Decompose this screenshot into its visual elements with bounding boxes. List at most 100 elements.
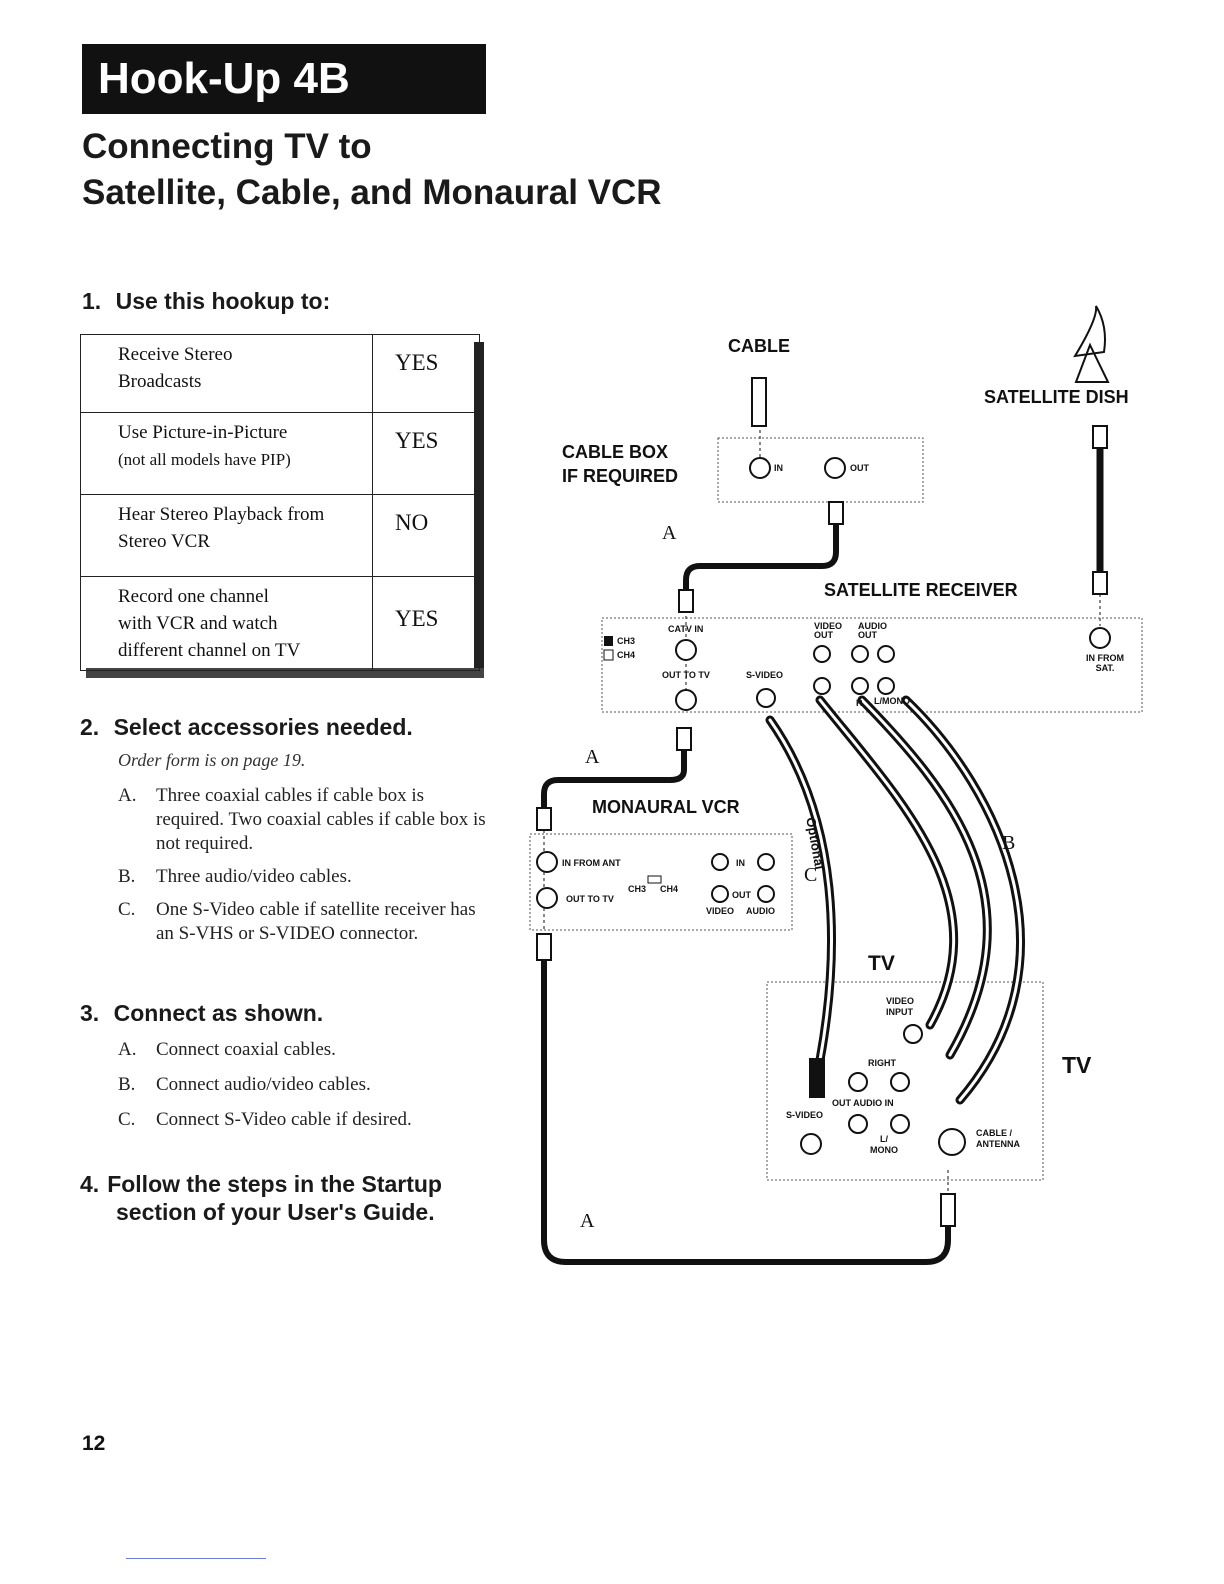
table-cell-description: Record one channel with VCR and watch di… — [80, 576, 373, 671]
item-letter: C. — [118, 1109, 136, 1130]
cell-line: Record one channel — [118, 586, 269, 607]
step-4-line-2: section of your User's Guide. — [116, 1199, 435, 1225]
vcr-ch4-label: CH4 — [660, 884, 679, 894]
title-line-2: Satellite, Cable, and Monaural VCR — [82, 173, 662, 212]
step-1-title: Use this hookup to: — [115, 288, 331, 314]
tv-label-right: TV — [1062, 1052, 1092, 1078]
vcr-outline — [529, 833, 793, 931]
tv-l-mono-label: L/ MONO — [870, 1134, 898, 1155]
step-4-line-1: Follow the steps in the Startup — [107, 1171, 442, 1197]
cable-antenna-label: CABLE / ANTENNA — [976, 1128, 1020, 1149]
table-shadow-bottom — [86, 668, 484, 678]
cell-line: different channel on TV — [118, 640, 301, 661]
coax-cable-a2 — [541, 747, 687, 813]
table-row: Receive Stereo Broadcasts YES — [80, 334, 480, 413]
step-3-title: Connect as shown. — [113, 1000, 324, 1026]
step-1-number: 1. — [82, 288, 102, 314]
cell-line: Receive Stereo — [118, 344, 233, 365]
s-video-plug — [809, 1058, 825, 1098]
cell-line: Broadcasts — [118, 371, 202, 392]
title-line-1: Connecting TV to — [82, 127, 372, 166]
cable-connector — [751, 377, 767, 427]
connector — [536, 933, 552, 961]
letter-a: A — [662, 522, 677, 544]
list-item: A. Three coaxial cables if cable box is … — [118, 784, 488, 856]
item-letter: B. — [118, 866, 136, 887]
step-4-heading: 4. Follow the steps in the Startup sectio… — [80, 1170, 442, 1226]
cell-line: Stereo VCR — [118, 531, 211, 552]
cable-label: CABLE — [728, 336, 790, 356]
table-cell-answer: YES — [372, 576, 480, 671]
list-item: C. Connect S-Video cable if desired. — [118, 1108, 488, 1132]
item-text: One S-Video cable if satellite receiver … — [156, 899, 476, 944]
table-cell-answer: YES — [372, 334, 480, 413]
connector — [1092, 571, 1108, 595]
step-4-number: 4. — [80, 1171, 100, 1197]
list-item: B. Connect audio/video cables. — [118, 1073, 488, 1097]
item-text: Connect coaxial cables. — [156, 1039, 336, 1060]
tv-s-video-label: S-VIDEO — [786, 1110, 824, 1120]
ch4-label: CH4 — [617, 650, 636, 660]
connector — [940, 1193, 956, 1227]
uses-table: Receive Stereo Broadcasts YES Use Pictur… — [80, 334, 480, 671]
table-cell-description: Hear Stereo Playback from Stereo VCR — [80, 494, 373, 577]
item-text: Three audio/video cables. — [156, 866, 352, 887]
in-from-ant-label: IN FROM ANT — [562, 858, 621, 868]
item-text: Three coaxial cables if cable box is req… — [156, 785, 486, 854]
catv-in-label: CATV IN — [668, 624, 704, 634]
list-item: C. One S-Video cable if satellite receiv… — [118, 898, 488, 946]
cell-line: (not all models have PIP) — [118, 450, 291, 469]
step-1-heading: 1. Use this hookup to: — [82, 288, 330, 315]
item-letter: C. — [118, 899, 136, 920]
table-cell-answer: NO — [372, 494, 480, 577]
table-row: Record one channel with VCR and watch di… — [80, 576, 480, 671]
in-from-sat-label: IN FROM SAT. — [1086, 653, 1124, 673]
cable-box-label: CABLE BOX IF REQUIRED — [562, 440, 678, 488]
jacks — [536, 457, 1111, 1156]
item-letter: A. — [118, 1039, 137, 1060]
vcr-video-label: VIDEO — [706, 906, 735, 916]
cell-line: with VCR and watch — [118, 613, 278, 634]
item-letter: A. — [118, 785, 137, 806]
step-2-number: 2. — [80, 714, 100, 740]
order-form-note: Order form is on page 19. — [118, 750, 306, 770]
vcr-in-label: IN — [736, 858, 745, 868]
monaural-vcr-label: MONAURAL VCR — [592, 797, 740, 817]
list-item: B. Three audio/video cables. — [118, 865, 488, 889]
letter-a: A — [580, 1210, 595, 1232]
cable-box-line-2: IF REQUIRED — [562, 466, 679, 486]
page-number: 12 — [82, 1432, 106, 1455]
connector — [678, 589, 694, 613]
cable-box-line-1: CABLE BOX — [562, 442, 669, 462]
coax-connectors — [536, 377, 1108, 1227]
cable-box-out-label: OUT — [850, 463, 869, 473]
satellite-receiver-label: SATELLITE RECEIVER — [824, 580, 1018, 600]
audio-out-label: AUDIO OUT — [858, 621, 887, 640]
coaxial-cables — [541, 442, 1104, 1265]
out-to-tv-label: OUT TO TV — [662, 670, 710, 680]
connector — [536, 807, 552, 831]
page-title: Connecting TV to Satellite, Cable, and M… — [82, 124, 662, 216]
cell-line: Use Picture-in-Picture — [118, 422, 288, 443]
step-3-heading: 3. Connect as shown. — [80, 1000, 323, 1027]
coax-cable-a3 — [541, 957, 951, 1265]
video-out-label: VIDEO OUT — [814, 621, 843, 640]
ch3-label: CH3 — [617, 636, 636, 646]
l-mono-label: L/MONO — [874, 696, 910, 706]
satellite-dish-icon — [1073, 305, 1110, 383]
cable-box-in-label: IN — [774, 463, 783, 473]
s-video-cable — [765, 715, 837, 1065]
letter-b: B — [1002, 832, 1016, 854]
table-cell-description: Receive Stereo Broadcasts — [80, 334, 373, 413]
satellite-dish-label: SATELLITE DISH — [984, 387, 1129, 407]
list-item: A. Connect coaxial cables. — [118, 1038, 488, 1062]
letter-a: A — [585, 746, 600, 768]
video-cable — [815, 695, 959, 1030]
connector — [676, 727, 692, 751]
vcr-out-label: OUT — [732, 890, 751, 900]
connector — [828, 501, 844, 525]
ch3-switch — [604, 636, 613, 646]
vcr-out-to-tv-label: OUT TO TV — [566, 894, 614, 904]
s-video-label: S-VIDEO — [746, 670, 784, 680]
